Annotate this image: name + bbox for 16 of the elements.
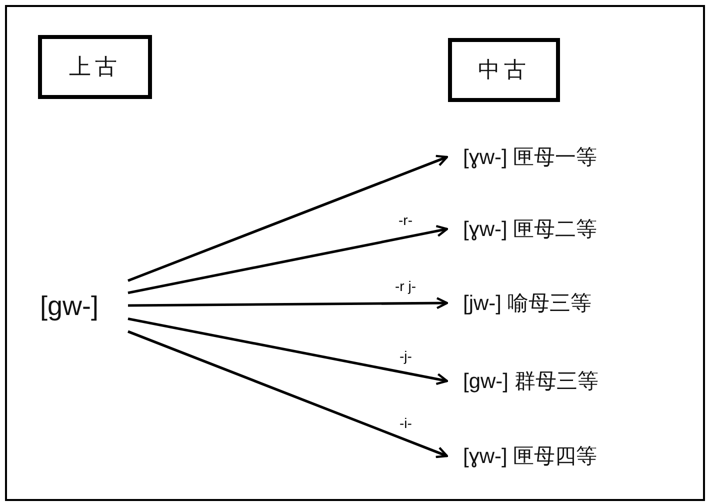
arrow	[128, 317, 448, 386]
arrow	[128, 330, 448, 458]
edge-label: -r j-	[393, 279, 418, 294]
source-sound: [gw-]	[40, 287, 128, 325]
period-box: 中古	[448, 38, 560, 102]
reflex-text: [gw-] 群母三等	[447, 364, 687, 398]
arrow	[128, 154, 448, 282]
arrow	[128, 224, 448, 294]
reflex-text: [ɣw-] 匣母二等	[447, 212, 687, 246]
reflex-text: [jw-] 喻母三等	[447, 286, 687, 320]
edge-label: -i-	[398, 416, 414, 431]
reflex-text: [ɣw-] 匣母一等	[447, 140, 687, 174]
edge-label: -j-	[398, 348, 414, 364]
reflex-text: [ɣw-] 匣母四等	[447, 439, 687, 473]
period-box: 上古	[38, 35, 152, 99]
arrow	[128, 296, 448, 310]
